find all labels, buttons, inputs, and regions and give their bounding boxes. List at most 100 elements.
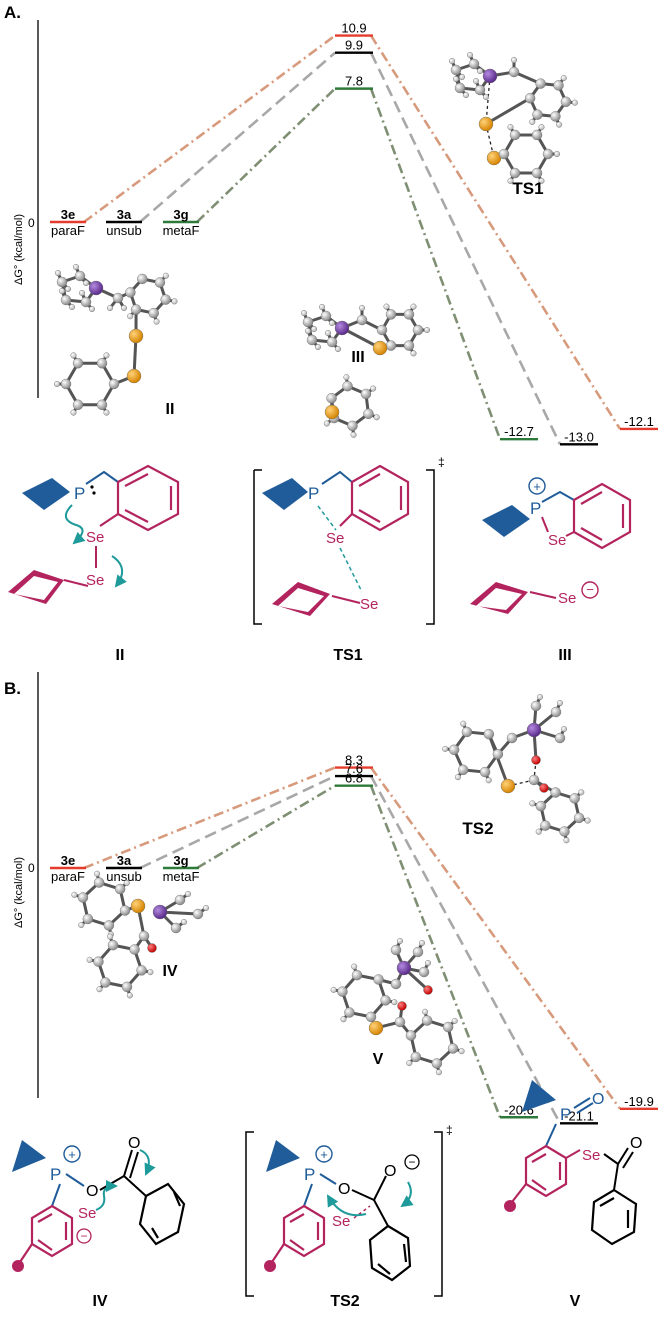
panel-b-species-sub-3g: metaF	[163, 869, 200, 884]
panel-b-species-id-3e: 3e	[61, 853, 75, 868]
structure-V-3d	[330, 938, 465, 1076]
panel-a-connector-rise-3a	[139, 51, 336, 223]
phosphorus-atom: P	[304, 1165, 315, 1184]
carbonyl-oxygen: O	[128, 1135, 140, 1152]
panel-a-product-value-3g: -12.7	[504, 424, 534, 439]
panel-a-species-id-3a: 3a	[117, 207, 132, 222]
selenium-atom: Se	[78, 1205, 96, 1222]
panel-a-species-id-3g: 3g	[173, 207, 188, 222]
panel-a-zero-tick: 0	[28, 216, 35, 230]
panel-a-label: A.	[4, 3, 21, 22]
panel-a-species-id-3e: 3e	[61, 207, 75, 222]
oxygen-atom: O	[86, 1183, 98, 1200]
panel-a-connector-fall-3g	[369, 88, 502, 440]
scheme-label-V: V	[570, 1293, 581, 1310]
panel-a-ts-value-3a: 9.9	[345, 38, 363, 53]
panel-b-product-value-3a: -21.1	[564, 1108, 594, 1123]
svg-text:−: −	[408, 1155, 415, 1169]
panel-a-connector-rise-3g	[196, 87, 336, 223]
structure-II-3d	[54, 264, 178, 416]
panel-b-y-axis-label: ΔG° (kcal/mol)	[13, 857, 25, 928]
panel-b-label: B.	[4, 679, 21, 698]
phosphorus-atom: P	[530, 499, 541, 518]
scheme-label-IV: IV	[92, 1293, 107, 1310]
scheme-II: P Se Se	[8, 464, 180, 604]
scheme-IV: P + O O Se	[12, 1135, 186, 1272]
scheme-label-III: III	[558, 647, 571, 664]
structure-IV-label: IV	[162, 963, 177, 980]
phosphorus-atom: P	[308, 484, 319, 503]
selenium-atom: Se	[86, 529, 104, 546]
selenium-atom: Se	[582, 1147, 600, 1164]
phosphorus-atom: P	[50, 1165, 61, 1184]
panel-b-ts-value-3g: 6.8	[345, 771, 363, 786]
svg-text:−: −	[80, 1229, 87, 1243]
panel-b-connector-fall-3a	[369, 775, 562, 1124]
svg-text:−: −	[586, 582, 594, 597]
panel-a-connector-rise-3e	[83, 34, 336, 224]
panel-a-product-value-3e: -12.1	[624, 414, 654, 429]
panel-a-ts-value-3g: 7.8	[345, 74, 363, 89]
structure-TS2-label: TS2	[462, 819, 493, 838]
scheme-label-II: II	[116, 647, 125, 664]
selenium-atom-2: Se	[360, 596, 378, 613]
scheme-TS2: ‡ P + O O −	[245, 1123, 453, 1297]
panel-b-ts-value-3a: 7.6	[345, 761, 363, 776]
scheme-TS1: ‡ P Se Se	[253, 455, 445, 625]
structure-V-label: V	[373, 1051, 384, 1068]
panel-a-species-sub-3a: unsub	[106, 223, 141, 238]
structure-III-3d	[301, 303, 431, 438]
selenium-atom-2: Se	[86, 572, 104, 589]
panel-a-connector-fall-3a	[369, 52, 562, 445]
oxygen-atom: O	[338, 1181, 350, 1198]
panel-b-species-id-3g: 3g	[173, 853, 188, 868]
oxygen-atom: O	[592, 1091, 604, 1108]
selenium-anion: Se	[558, 590, 576, 607]
panel-b-ts-value-3e: 8.3	[345, 753, 363, 768]
selenium-atom: Se	[332, 1213, 350, 1230]
phospholane-wedge	[22, 478, 70, 510]
scheme-b: P + O O Se	[12, 1080, 642, 1310]
structure-IV-3d	[71, 870, 209, 999]
structure-TS2-3d	[442, 694, 591, 844]
phosphorus-atom: P	[74, 484, 85, 503]
svg-text:+: +	[533, 479, 541, 494]
panel-b-species-sub-3e: paraF	[51, 869, 85, 884]
svg-text:+: +	[320, 1147, 328, 1162]
panel-b-connector-rise-3g	[196, 784, 336, 870]
alkoxide-oxygen: O	[384, 1163, 396, 1180]
svg-text:‡: ‡	[446, 1123, 453, 1137]
panel-a-y-axis-label: ΔG° (kcal/mol)	[13, 214, 25, 285]
panel-a-species-sub-3e: paraF	[51, 223, 85, 238]
panel-b-connector-rise-3e	[83, 766, 336, 870]
structure-TS1-3d	[449, 52, 578, 184]
structure-II-label: II	[166, 401, 175, 418]
svg-text:+: +	[68, 1147, 76, 1162]
scheme-label-TS2: TS2	[330, 1293, 359, 1310]
carbonyl-oxygen: O	[630, 1135, 642, 1152]
panel-a-connector-fall-3e	[369, 34, 622, 430]
panel-a-species-sub-3g: metaF	[163, 223, 200, 238]
svg-text:‡: ‡	[438, 455, 445, 469]
scheme-V: P O Se O	[504, 1080, 642, 1246]
scheme-label-TS1: TS1	[333, 647, 362, 664]
panel-a-product-value-3a: -13.0	[564, 429, 594, 444]
panel-b-species-id-3a: 3a	[117, 853, 132, 868]
panel-b-product-value-3e: -19.9	[624, 1094, 654, 1109]
scheme-III: P + Se Se −	[470, 477, 632, 614]
phosphorus-atom: P	[560, 1105, 571, 1124]
selenium-atom: Se	[548, 532, 566, 549]
panel-b-connector-rise-3a	[139, 774, 336, 870]
panel-b-zero-tick: 0	[28, 861, 35, 875]
structure-TS1-label: TS1	[512, 179, 543, 198]
panel-b-species-sub-3a: unsub	[106, 869, 141, 884]
scheme-a: P Se Se ‡	[8, 455, 632, 664]
structure-III-label: III	[351, 349, 364, 366]
panel-a-ts-value-3e: 10.9	[341, 21, 366, 36]
selenium-atom: Se	[326, 530, 344, 547]
